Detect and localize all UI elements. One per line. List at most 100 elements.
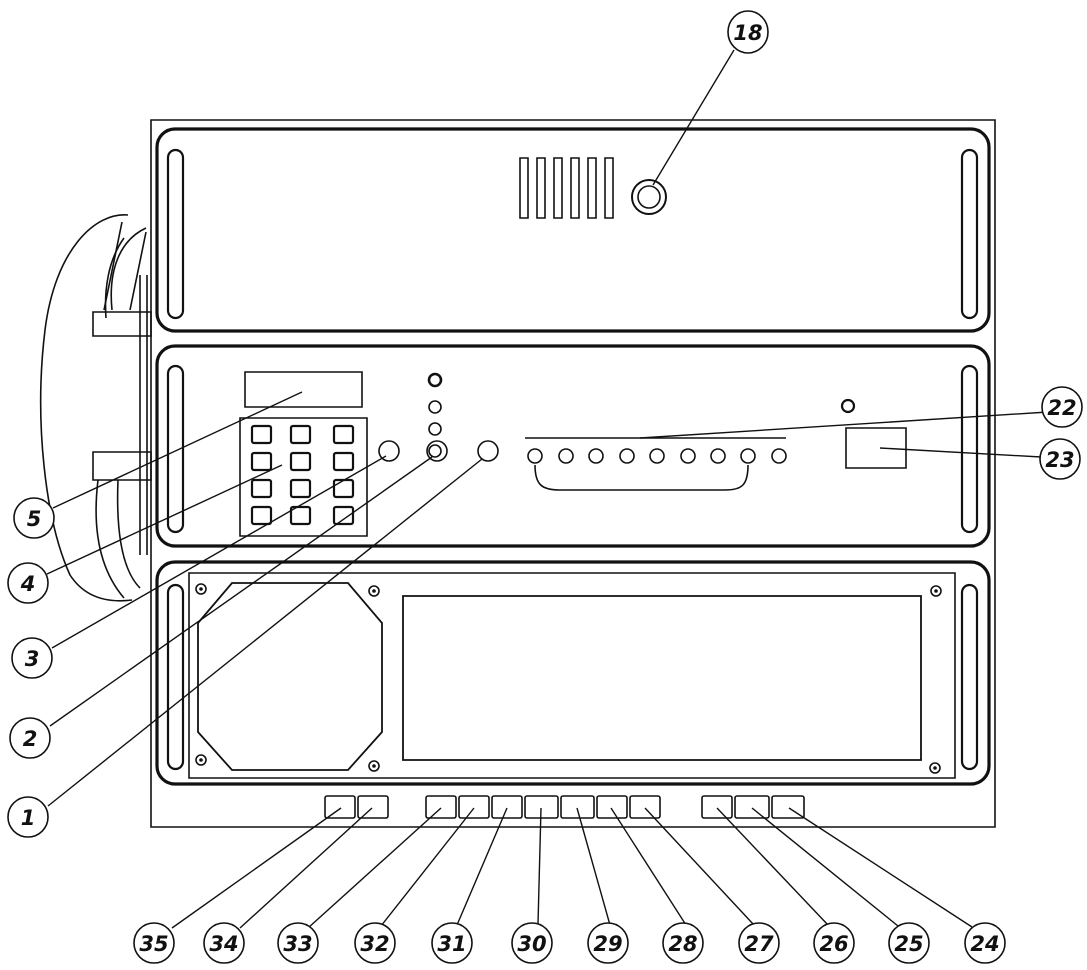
callout-bubble-26 [814,923,854,963]
callout-bubble-5 [14,498,54,538]
callout-bubble-31 [432,923,472,963]
bottom-function-buttons [325,796,804,818]
middle-right-handle [962,366,977,532]
top-left-handle [168,150,183,318]
handset-body-outer [41,215,132,601]
keypad-key [291,453,310,470]
callout-bubble-2 [10,718,50,758]
function-button-29 [561,796,594,818]
leader-5 [53,392,302,508]
callout-label-18: 18 [733,21,762,45]
callout-label-22: 22 [1047,396,1076,420]
keypad-key [334,507,353,524]
mount-screw [369,586,379,596]
lower-left-handle [168,585,183,769]
handset [41,215,151,601]
callout-bubble-29 [588,923,628,963]
function-button-34 [358,796,388,818]
callout-label-24: 24 [970,932,999,956]
keypad-keys [252,426,353,524]
indicator-led [429,401,441,413]
grille-slot [554,158,562,218]
function-button-35 [325,796,355,818]
round-button-2 [427,441,447,461]
selector-button [772,449,786,463]
keypad-key [252,480,271,497]
leader-32 [381,808,474,926]
callout-bubble-24 [965,923,1005,963]
leader-33 [308,808,441,928]
mount-screw-dot [372,589,376,593]
mount-screw-dot [934,589,938,593]
function-button-24 [772,796,804,818]
display-screen [403,596,921,760]
mount-screw [196,584,206,594]
middle-left-handle [168,366,183,532]
callout-label-30: 30 [517,932,546,956]
callout-label-33: 33 [283,932,312,956]
mount-screw [930,763,940,773]
mount-screw [196,755,206,765]
selector-button [620,449,634,463]
function-button-33 [426,796,456,818]
callout-label-25: 25 [894,932,923,956]
indicator-led [429,445,441,457]
callout-label-1: 1 [21,806,36,830]
mount-screw-dot [933,766,937,770]
top-module-frame [157,129,989,331]
leader-4 [47,465,282,574]
top-right-handle [962,150,977,318]
callout-label-35: 35 [139,932,168,956]
leader-31 [457,808,507,925]
speaker-grille [520,158,613,218]
indicator-led [429,423,441,435]
middle-control-module [157,346,989,546]
callout-bubble-4 [8,563,48,603]
handset-earpiece [104,222,146,310]
callout-bubble-23 [1040,439,1080,479]
callout-bubble-27 [739,923,779,963]
callout-label-23: 23 [1045,448,1074,472]
keypad-key [334,426,353,443]
function-button-32 [459,796,489,818]
chassis-outline [151,120,995,827]
callout-label-5: 5 [27,507,42,531]
leader-3 [52,456,386,648]
leader-35 [172,808,341,928]
grille-slot [520,158,528,218]
indicator-leds [429,374,441,457]
selector-button [711,449,725,463]
leader-2 [50,457,432,726]
callout-bubble-1 [8,797,48,837]
function-button-31 [492,796,522,818]
handset-mouthpiece [96,480,140,598]
callout-label-32: 32 [360,932,389,956]
keypad-key [252,507,271,524]
leader-26 [717,808,828,925]
lower-inner-plate [189,573,955,778]
display-window [245,372,362,407]
callout-bubble-35 [134,923,174,963]
keypad-key [291,507,310,524]
function-button-27 [630,796,660,818]
leader-27 [645,808,754,925]
mount-screw-dot [199,587,203,591]
callout-label-29: 29 [593,932,622,956]
small-indicator [842,400,854,412]
keypad-key [334,480,353,497]
mount-screw-dot [199,758,203,762]
selector-bracket [535,465,748,490]
grille-slot [571,158,579,218]
callout-bubble-22 [1042,387,1082,427]
leader-24 [789,808,972,927]
callout-bubble-18 [728,11,768,53]
grille-slot [537,158,545,218]
round-button-1 [478,441,498,461]
callout-bubble-32 [355,923,395,963]
selector-button [559,449,573,463]
selector-button [528,449,542,463]
callout-label-2: 2 [23,727,38,751]
callout-bubble-30 [512,923,552,963]
leader-30 [538,808,541,924]
keypad-frame [240,418,367,536]
